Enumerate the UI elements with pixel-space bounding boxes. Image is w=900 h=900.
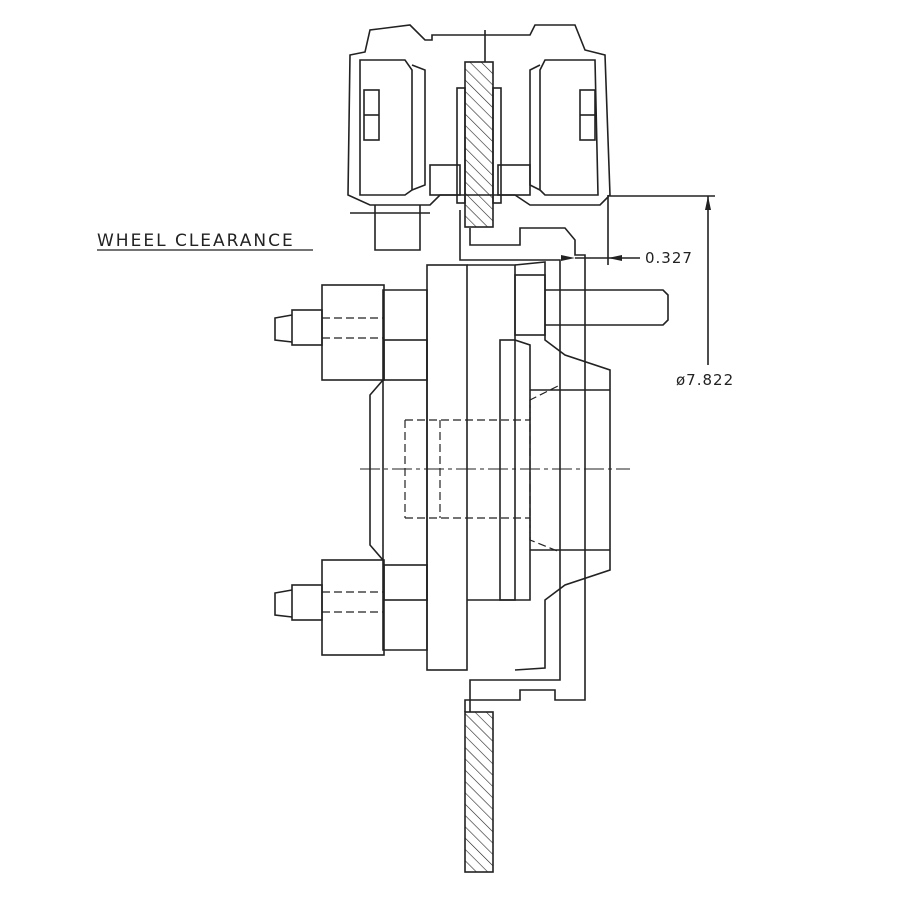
diameter-dimension: ø7.822 [610, 195, 734, 389]
rotor-section-top [456, 61, 502, 228]
clearance-dimension: 0.327 [561, 195, 693, 267]
clearance-value: 0.327 [645, 249, 693, 267]
wheel-clearance-label: WHEEL CLEARANCE [97, 231, 295, 251]
rotor-section-bottom [464, 711, 494, 873]
brake-caliper [347, 24, 611, 251]
rotor-hat [459, 210, 586, 712]
wheel-stud-top [274, 284, 428, 381]
diameter-value: ø7.822 [676, 371, 734, 389]
wheel-stud-bottom [274, 559, 428, 656]
hub-flange [369, 261, 669, 671]
